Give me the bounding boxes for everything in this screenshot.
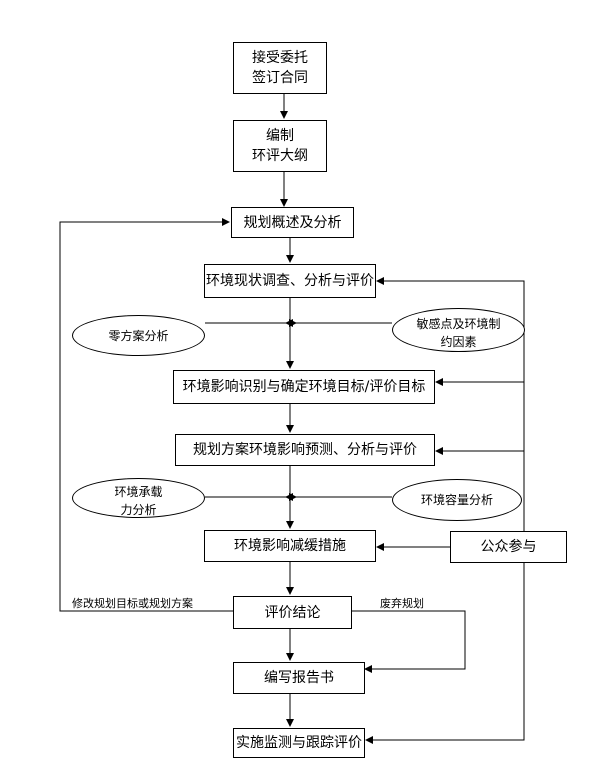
node-mitigation-text: 环境影响减缓措施 — [234, 538, 346, 554]
node-write-report: 编写报告书 — [233, 662, 365, 694]
node-zero-option: 零方案分析 — [72, 315, 205, 356]
node-compile-outline-line2: 环评大纲 — [252, 148, 308, 164]
node-capacity-analysis: 环境容量分析 — [392, 479, 522, 521]
node-write-report-text: 编写报告书 — [264, 670, 334, 686]
node-monitoring-text: 实施监测与跟踪评价 — [236, 735, 362, 751]
node-impact-identification: 环境影响识别与确定环境目标/评价目标 — [173, 370, 435, 404]
node-public-participation-text: 公众参与 — [480, 539, 537, 555]
node-impact-prediction-text: 规划方案环境影响预测、分析与评价 — [193, 442, 417, 458]
node-sensitive-points: 敏感点及环境制约因素 — [392, 308, 525, 352]
node-compile-outline-line1: 编制 — [266, 128, 294, 144]
node-carrying-capacity: 环境承载力分析 — [72, 478, 205, 518]
node-conclusion: 评价结论 — [233, 596, 352, 629]
node-sensitive-points-line1: 敏感点及环境制 — [416, 317, 501, 331]
node-zero-option-text: 零方案分析 — [108, 328, 169, 343]
node-impact-identification-text: 环境影响识别与确定环境目标/评价目标 — [182, 379, 426, 395]
node-env-survey: 环境现状调查、分析与评价 — [204, 264, 376, 298]
node-plan-overview-text: 规划概述及分析 — [243, 214, 342, 231]
node-sensitive-points-line2: 约因素 — [440, 335, 477, 349]
node-plan-overview: 规划概述及分析 — [231, 207, 354, 238]
node-impact-prediction: 规划方案环境影响预测、分析与评价 — [175, 434, 435, 466]
node-env-survey-text: 环境现状调查、分析与评价 — [206, 273, 374, 289]
node-public-participation: 公众参与 — [450, 531, 567, 563]
node-conclusion-text: 评价结论 — [264, 604, 321, 621]
node-monitoring: 实施监测与跟踪评价 — [233, 728, 365, 758]
node-accept-commission: 接受委托签订合同 — [233, 42, 327, 94]
node-accept-commission-line2: 签订合同 — [252, 70, 308, 86]
label-abandon-plan: 废弃规划 — [380, 597, 424, 610]
label-modify-plan: 修改规划目标或规划方案 — [72, 597, 193, 610]
node-carrying-capacity-line2: 力分析 — [120, 503, 157, 517]
node-compile-outline: 编制环评大纲 — [233, 120, 327, 172]
node-accept-commission-line1: 接受委托 — [252, 50, 308, 66]
node-mitigation: 环境影响减缓措施 — [204, 530, 376, 562]
node-capacity-analysis-text: 环境容量分析 — [420, 493, 493, 507]
node-carrying-capacity-line1: 环境承载 — [114, 485, 163, 499]
